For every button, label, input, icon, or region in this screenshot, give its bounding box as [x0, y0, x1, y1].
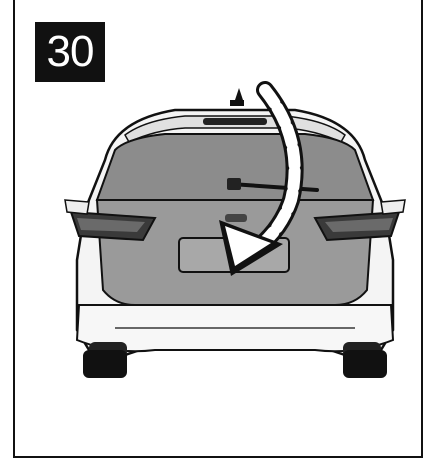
car-rear-illustration: [55, 80, 415, 390]
roof-antenna: [235, 88, 243, 100]
right-wheel: [343, 350, 387, 378]
rear-window: [97, 134, 373, 200]
step-number-badge: 30: [35, 22, 105, 82]
brake-light-strip: [203, 118, 267, 125]
left-mirror: [65, 200, 89, 214]
left-wheel: [83, 350, 127, 378]
instruction-panel: 30: [13, 0, 423, 458]
brand-badge: [225, 214, 247, 222]
right-mirror: [381, 200, 405, 214]
